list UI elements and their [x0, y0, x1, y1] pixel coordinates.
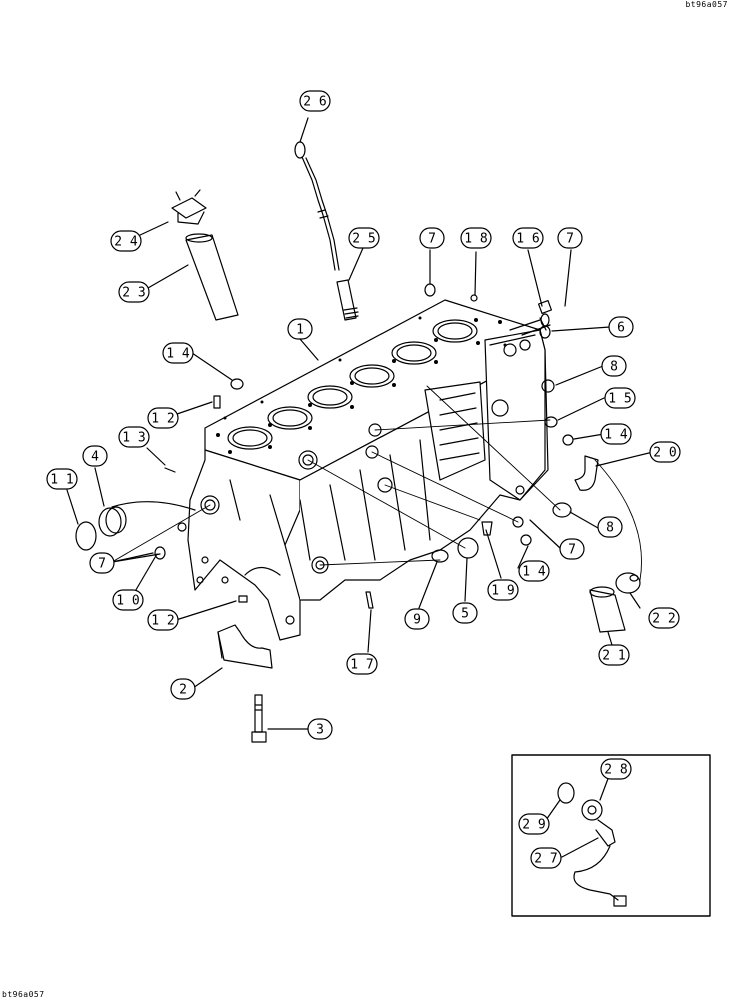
dipstick-tube-drawing [336, 279, 359, 321]
elbow-hose-drawing [574, 455, 599, 491]
callout-label-12-2: 1 2 [151, 614, 174, 629]
callout-label-24: 2 4 [114, 235, 138, 250]
o-ring-drawing [557, 782, 575, 804]
callout-label-8-2: 8 [606, 521, 614, 536]
callout-label-9: 9 [413, 613, 421, 628]
callout-label-21: 2 1 [602, 649, 625, 664]
callout-bubble-25 [348, 227, 380, 249]
callout-label-29: 2 9 [522, 818, 545, 833]
callout-bubble-18 [460, 227, 492, 249]
callout-label-25: 2 5 [352, 232, 375, 247]
callout-label-7-4: 7 [568, 543, 576, 558]
callout-label-10: 1 0 [116, 594, 139, 609]
callout-bubble-27 [530, 847, 562, 869]
callout-bubble-16 [512, 227, 544, 249]
callout-label-4: 4 [91, 450, 99, 465]
callout-bubble-7-3 [89, 552, 115, 574]
callout-label-11: 1 1 [50, 473, 73, 488]
callout-bubble-17 [346, 653, 378, 675]
callout-label-6: 6 [617, 321, 625, 336]
callout-bubble-28 [600, 758, 632, 780]
callout-bubble-7-1 [419, 227, 445, 249]
callout-bubble-22 [648, 607, 680, 629]
callout-label-18: 1 8 [464, 232, 487, 247]
callout-bubble-5 [452, 602, 478, 624]
callout-label-3: 3 [316, 723, 324, 738]
dipstick-drawing [294, 141, 340, 271]
callout-label-22: 2 2 [652, 612, 675, 627]
callout-bubble-7-2 [557, 227, 583, 249]
callout-bubble-9 [404, 608, 430, 630]
callout-label-14-3: 1 4 [522, 565, 546, 580]
callout-bubble-23 [118, 281, 150, 303]
callout-label-2: 2 [179, 683, 187, 698]
callout-bubble-26 [299, 90, 331, 112]
callout-label-5: 5 [461, 607, 469, 622]
callout-bubble-8-1 [601, 355, 627, 377]
callout-bubble-20 [649, 441, 681, 463]
callout-bubble-2 [170, 678, 196, 700]
callout-bubble-24 [110, 230, 142, 252]
callout-bubble-21 [598, 644, 630, 666]
callout-label-14-2: 1 4 [604, 428, 628, 443]
callout-label-8-1: 8 [610, 360, 618, 375]
callout-label-7-1: 7 [428, 232, 436, 247]
callout-label-28: 2 8 [604, 763, 627, 778]
callout-bubble-12-1 [147, 407, 179, 429]
filler-tube-drawing [185, 233, 239, 321]
callout-bubble-12-2 [147, 609, 179, 631]
front-seal-drawing [75, 501, 196, 551]
callout-label-19: 1 9 [491, 584, 514, 599]
callout-bubble-14-2 [600, 423, 632, 445]
callout-bubble-8-2 [597, 516, 623, 538]
callout-bubble-11 [46, 468, 78, 490]
callout-bubble-3 [307, 718, 333, 740]
callout-label-15: 1 5 [608, 392, 631, 407]
callout-bubble-15 [604, 387, 636, 409]
callout-bubble-7-4 [559, 538, 585, 560]
callout-label-20: 2 0 [653, 446, 676, 461]
callout-label-17: 1 7 [350, 658, 373, 673]
callout-label-23: 2 3 [122, 286, 145, 301]
callout-bubble-29 [518, 813, 550, 835]
callout-label-7-2: 7 [566, 232, 574, 247]
callout-label-27: 2 7 [534, 852, 557, 867]
callout-label-7-3: 7 [98, 557, 106, 572]
callout-bubble-19 [487, 579, 519, 601]
drawing-code-top: bt96a057 [685, 0, 728, 9]
bearing-cap-drawing [217, 624, 273, 669]
callout-label-13: 1 3 [122, 431, 145, 446]
callout-label-1: 1 [296, 323, 304, 338]
sensor-inset-frame [511, 754, 711, 917]
callout-bubble-6 [608, 316, 634, 338]
callout-label-12-1: 1 2 [151, 412, 174, 427]
callout-bubble-14-1 [162, 342, 194, 364]
callout-label-14-1: 1 4 [166, 347, 190, 362]
callout-bubble-1 [287, 318, 313, 340]
filler-cap-drawing [171, 189, 207, 225]
callout-bubble-14-3 [518, 560, 550, 582]
callout-label-16: 1 6 [516, 232, 539, 247]
callout-label-26: 2 6 [303, 95, 326, 110]
callout-bubble-10 [112, 589, 144, 611]
callout-bubble-4 [82, 445, 108, 467]
drawing-code-bottom: bt96a057 [2, 990, 45, 999]
cylinder-block-drawing [187, 299, 549, 641]
callout-bubble-13 [118, 426, 150, 448]
